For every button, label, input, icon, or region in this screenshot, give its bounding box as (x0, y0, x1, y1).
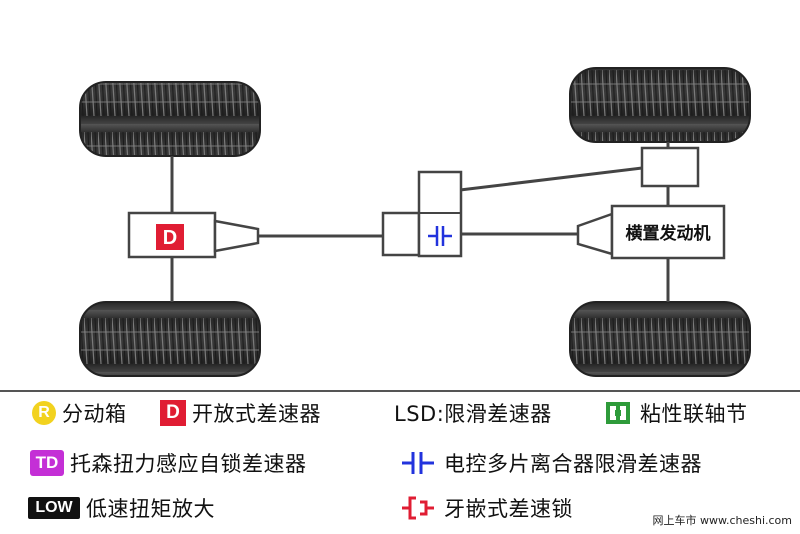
viscous-coupling-icon (606, 402, 630, 424)
open-diff-badge: D (160, 400, 186, 426)
legend-item-viscous: 粘性联轴节 (604, 398, 748, 428)
low-label: 低速扭矩放大 (86, 497, 215, 521)
tire-front-left (79, 81, 261, 157)
multi-plate-label: 电控多片离合器限滑差速器 (444, 452, 702, 476)
watermark-text: 网上车市 www.cheshi.com (652, 514, 792, 527)
transverse-engine: 横置发动机 (576, 204, 726, 260)
dog-clutch-icon (402, 496, 434, 520)
tire-rear-left (79, 301, 261, 377)
transfer-case-label: 分动箱 (62, 402, 127, 426)
legend-item-multi-plate: 电控多片离合器限滑差速器 (400, 448, 702, 478)
front-transfer-box (640, 146, 700, 188)
torsen-badge: TD (30, 450, 64, 476)
viscous-label: 粘性联轴节 (640, 402, 748, 426)
tire-rear-right (569, 301, 751, 377)
low-badge: LOW (28, 497, 80, 519)
tire-front-right (569, 67, 751, 143)
multi-plate-legend-icon (402, 452, 434, 474)
transfer-case-badge: R (32, 401, 56, 425)
drivetrain-diagram: D 横置发动机 (0, 67, 800, 392)
legend-item-low: LOW 低速扭矩放大 (28, 493, 215, 523)
rear-diff-badge-text: D (163, 227, 177, 249)
legend-item-lsd: LSD:限滑差速器 (394, 398, 552, 428)
legend-item-transfer-case: R 分动箱 (32, 398, 127, 428)
legend-item-torsen: TD 托森扭力感应自锁差速器 (30, 448, 307, 478)
rear-differential: D (127, 211, 260, 259)
dog-clutch-label: 牙嵌式差速锁 (444, 497, 573, 521)
legend-item-open-diff: D 开放式差速器 (160, 398, 321, 428)
engine-label: 横置发动机 (626, 223, 711, 244)
drive-shafts (170, 142, 670, 302)
legend-item-dog-clutch: 牙嵌式差速锁 (400, 493, 573, 523)
open-diff-label: 开放式差速器 (192, 402, 321, 426)
lsd-label: LSD:限滑差速器 (394, 402, 552, 426)
multi-plate-clutch-icon (428, 226, 452, 246)
torsen-label: 托森扭力感应自锁差速器 (70, 452, 307, 476)
center-coupling (381, 170, 463, 258)
